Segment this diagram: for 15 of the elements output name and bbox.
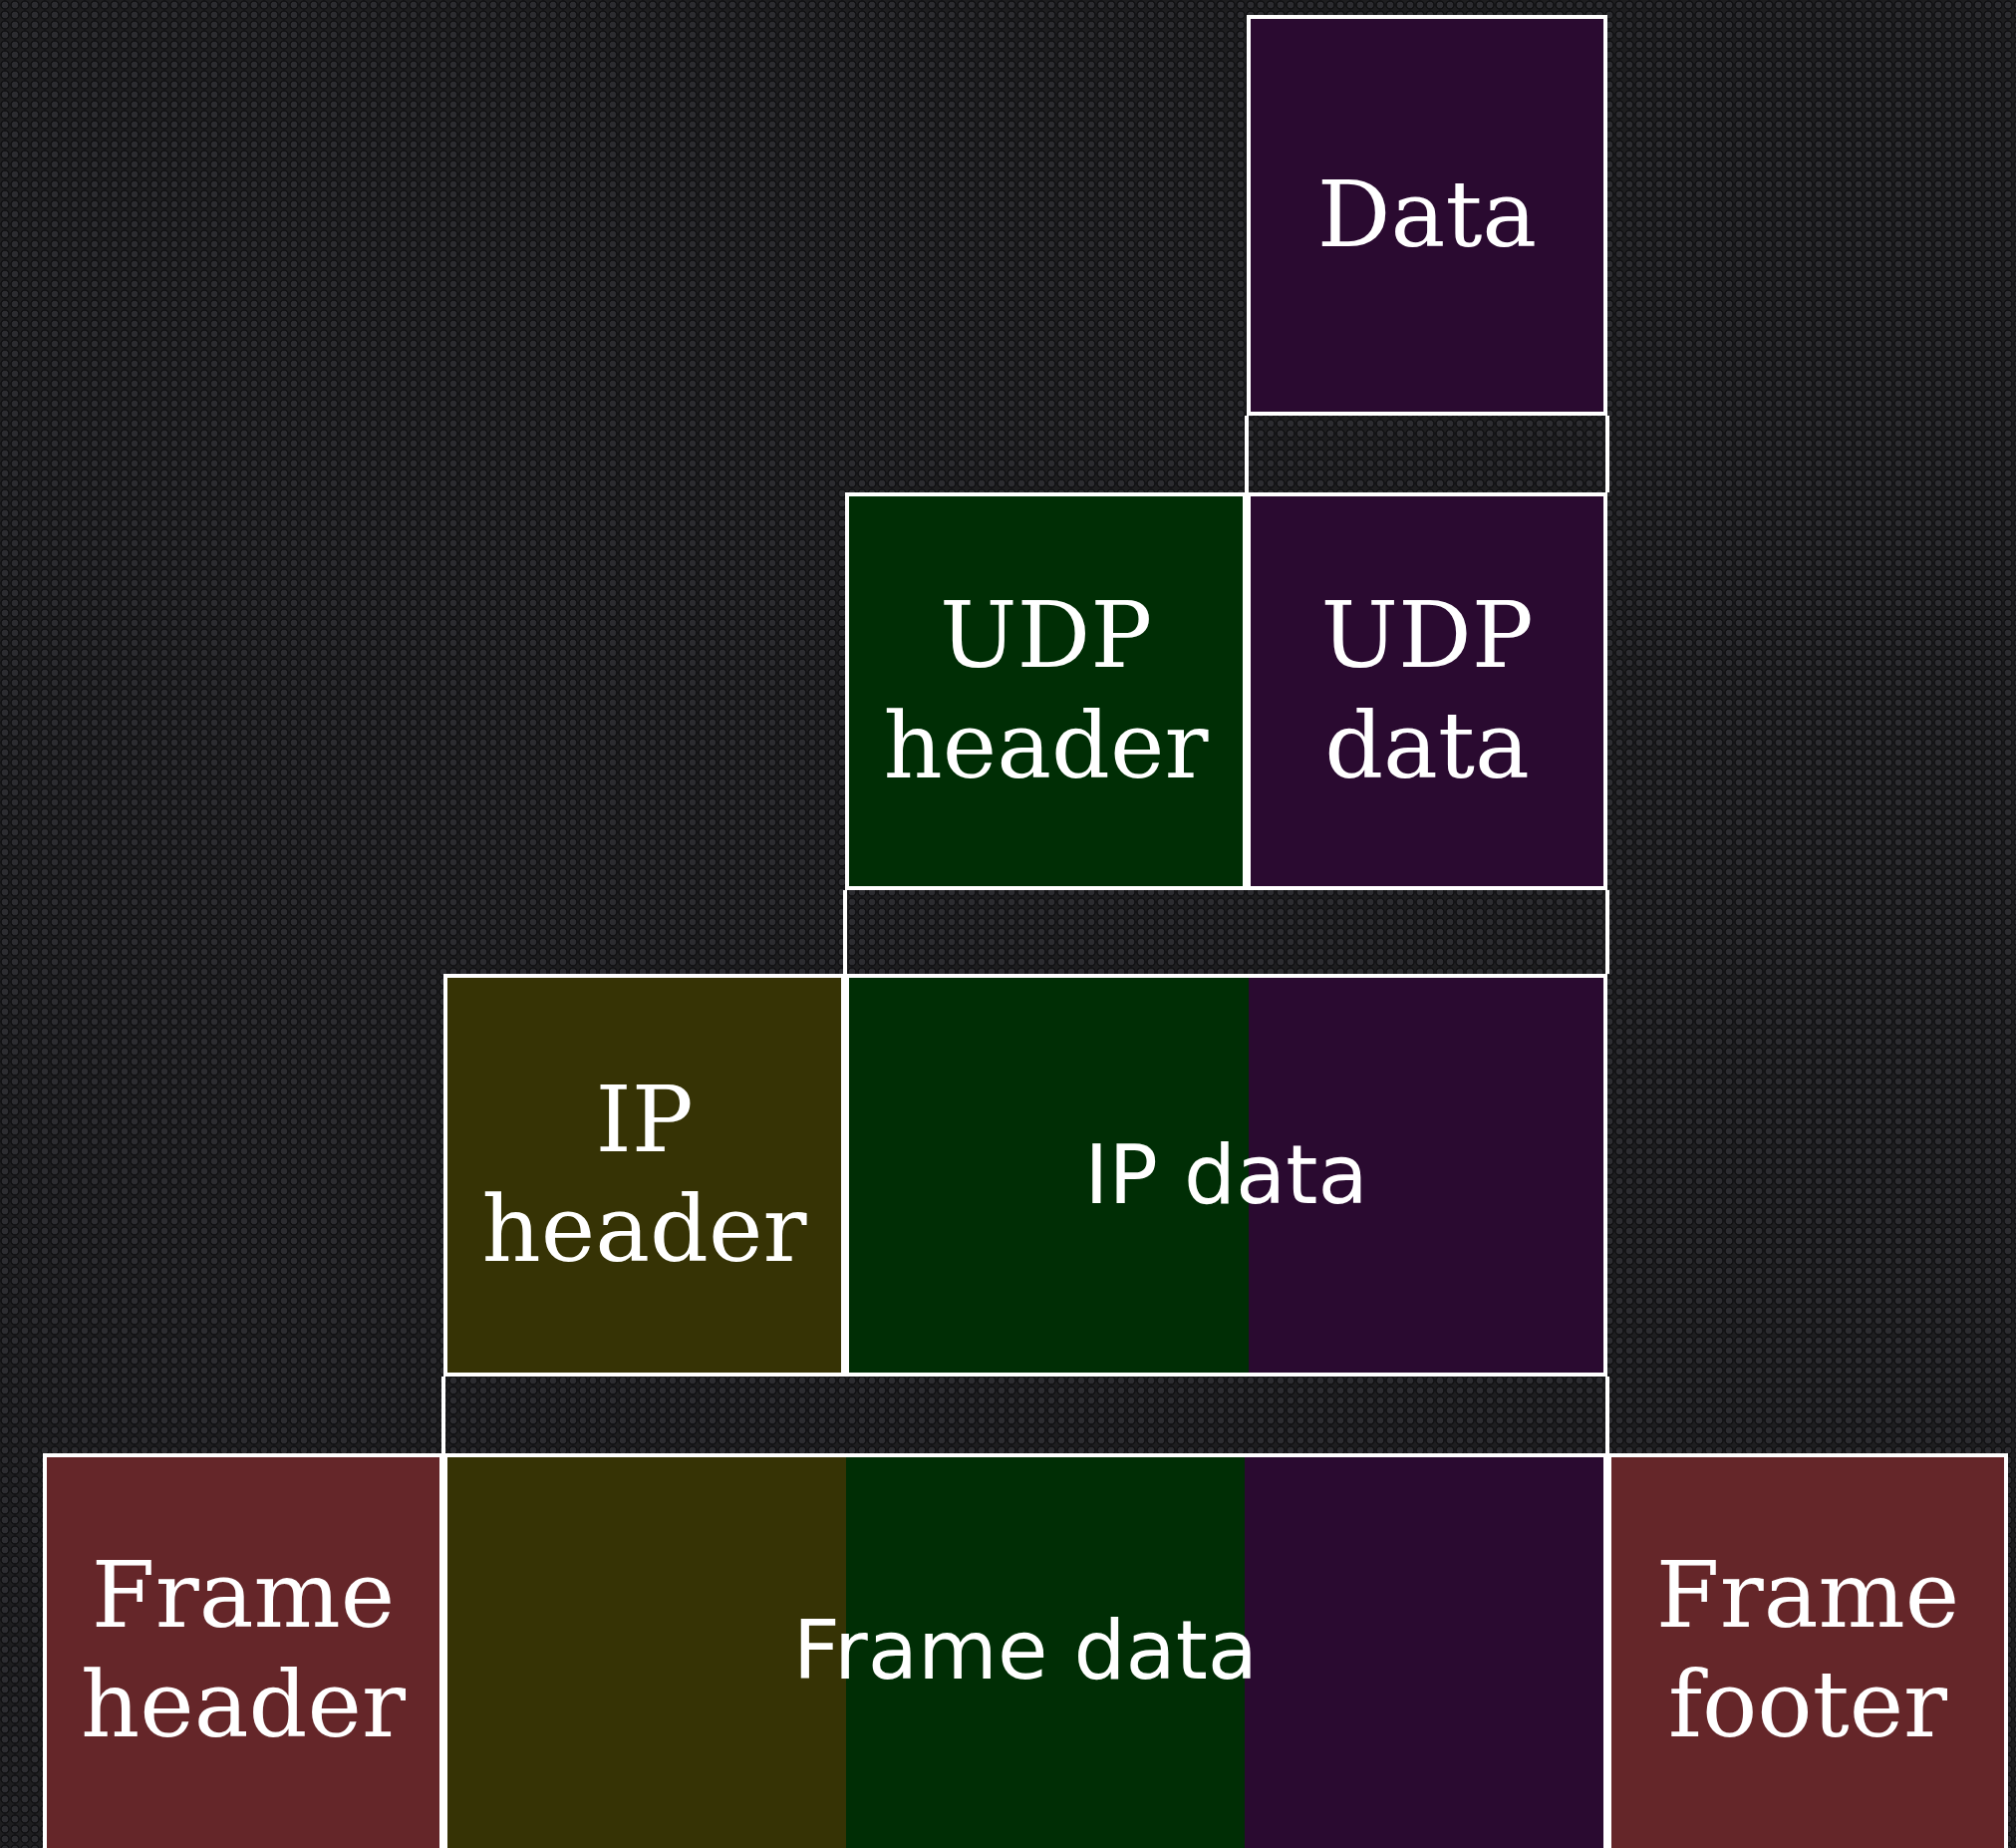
block-label: IP header [480, 1065, 808, 1285]
protocol-block [845, 974, 1607, 1377]
block-label: UDP header [882, 581, 1210, 801]
block-label: Frame data [792, 1601, 1259, 1699]
protocol-block [43, 1453, 443, 1848]
block-label: Frame footer [1654, 1540, 1961, 1760]
block-label: IP data [1084, 1125, 1368, 1224]
block-label: UDP data [1319, 581, 1535, 801]
protocol-block [1247, 15, 1607, 416]
block-label: Data [1316, 159, 1538, 270]
protocol-block [1607, 1453, 2008, 1848]
protocol-block [443, 974, 845, 1377]
block-label: Frame header [80, 1540, 407, 1760]
protocol-block [845, 492, 1247, 890]
protocol-block [1247, 492, 1607, 890]
